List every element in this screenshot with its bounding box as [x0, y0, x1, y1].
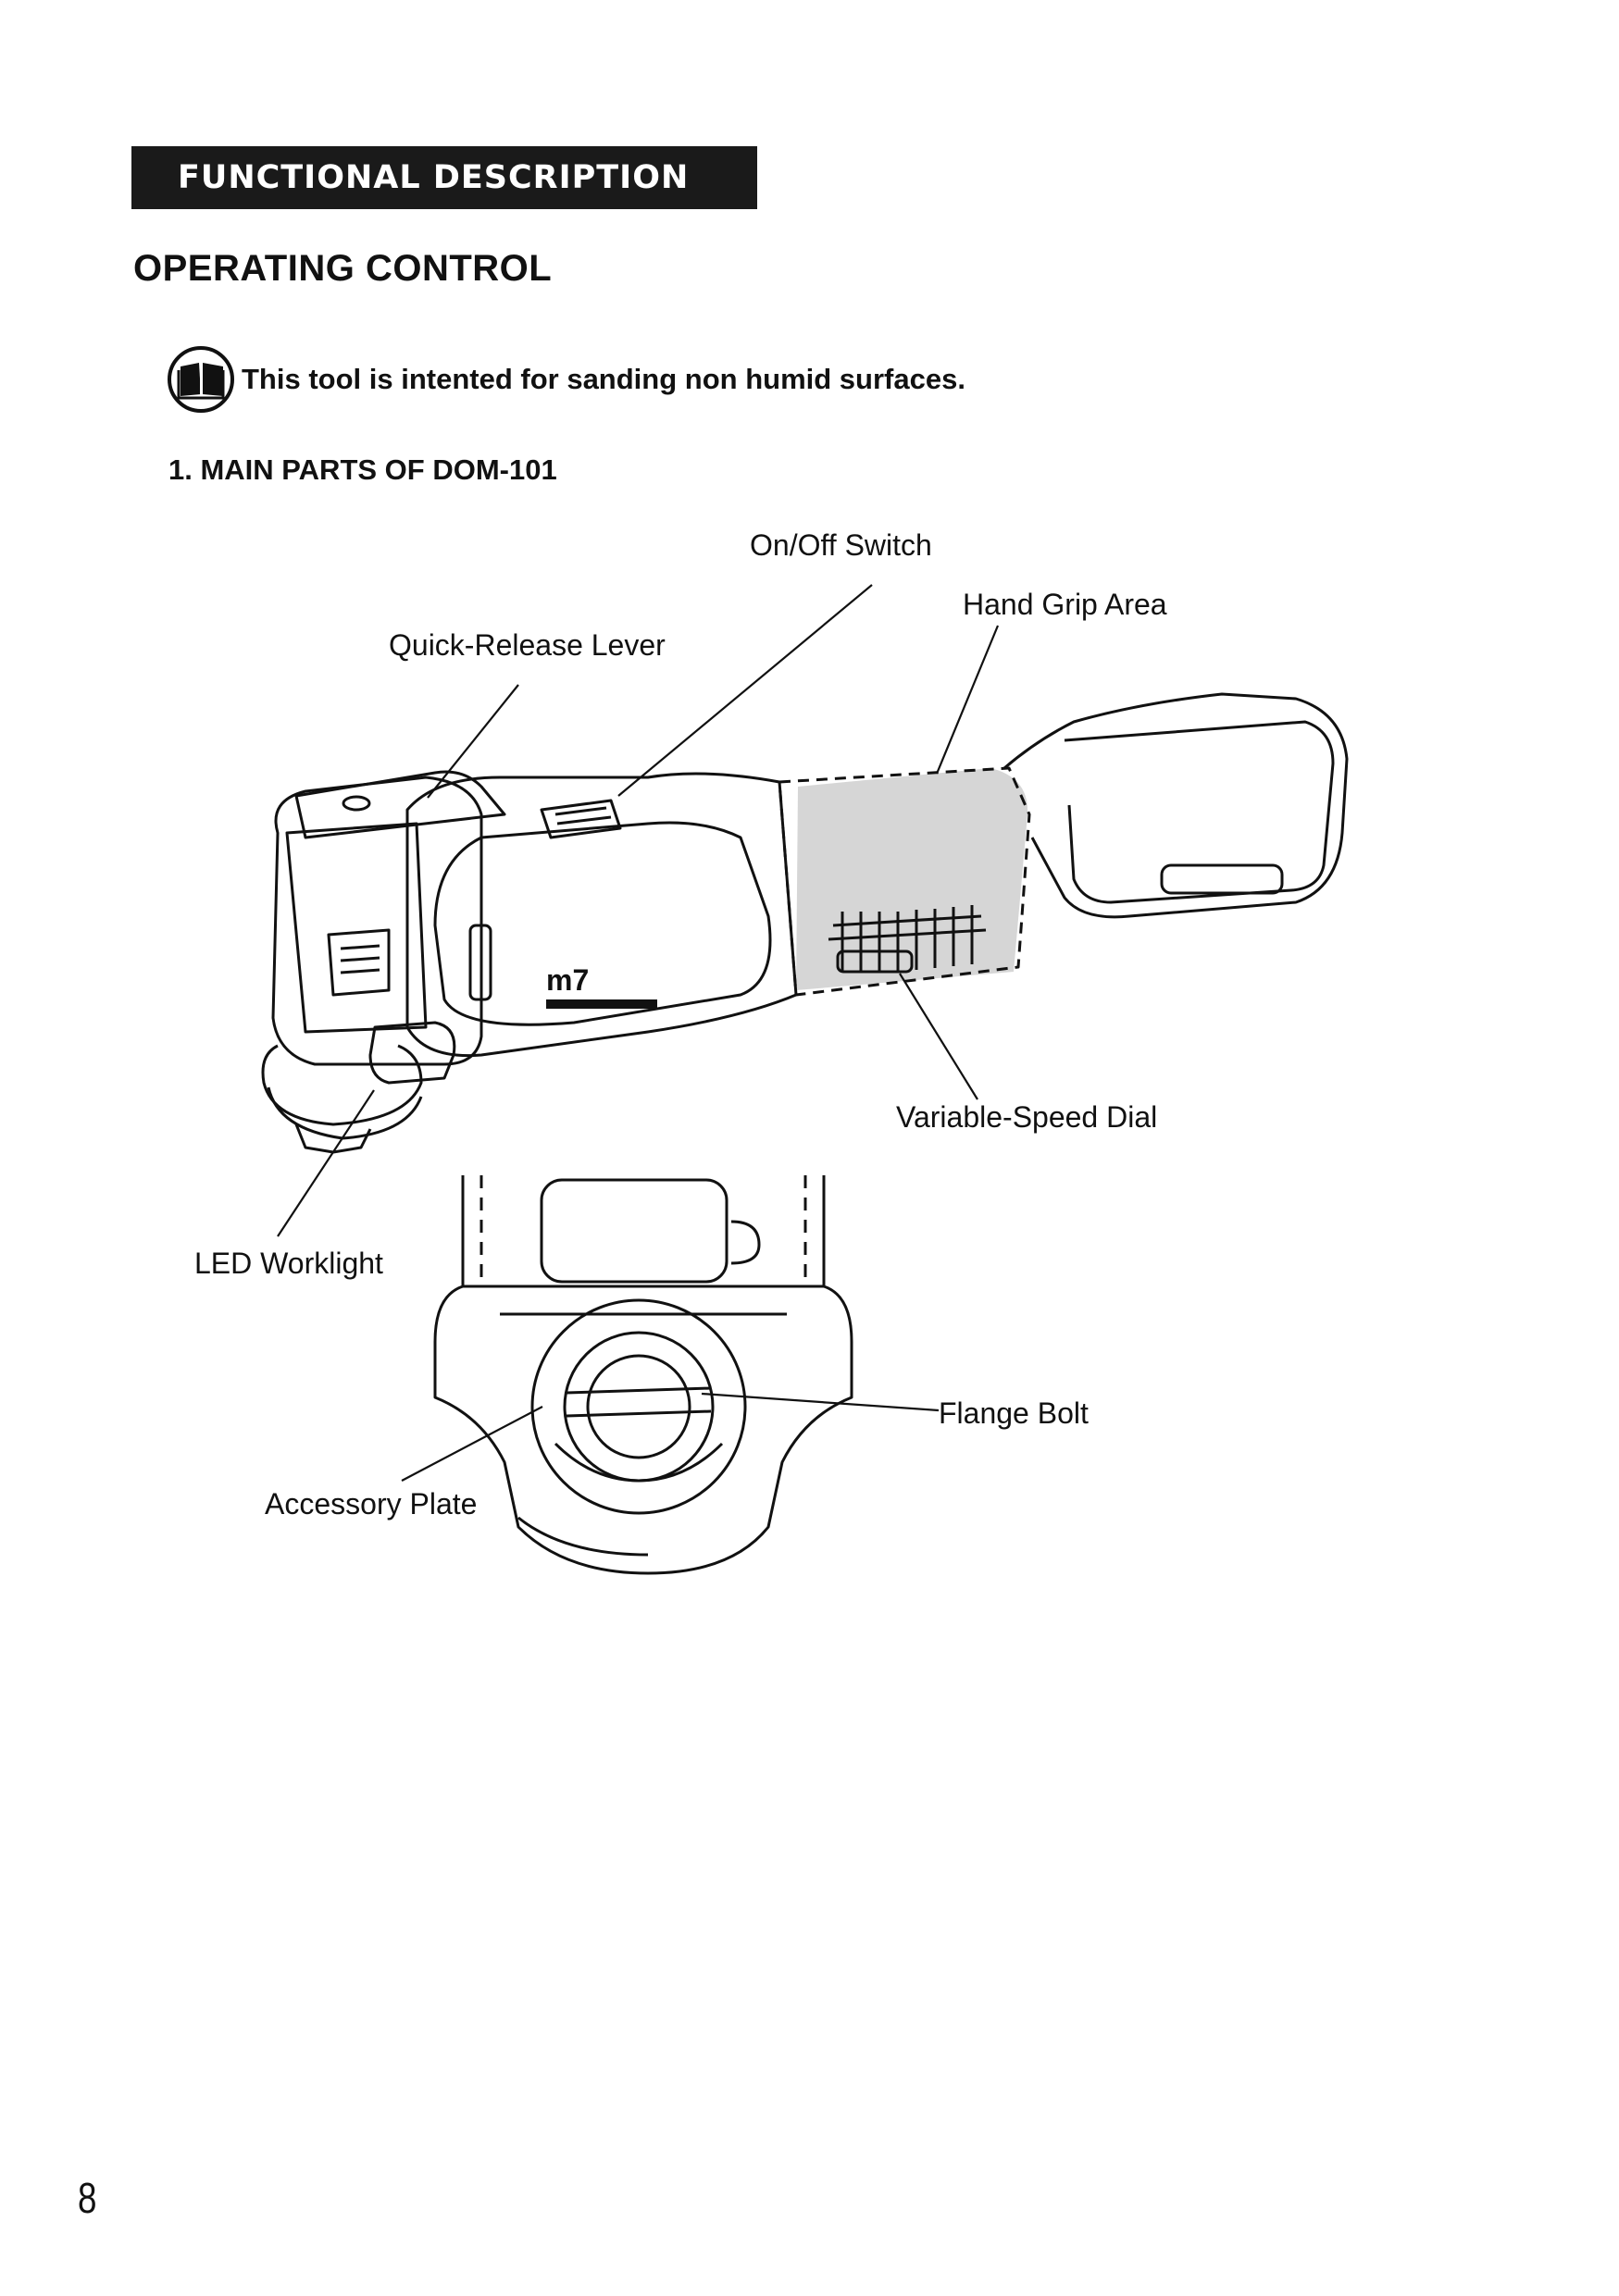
page-title: OPERATING CONTROL	[133, 248, 553, 289]
page-number: 8	[78, 2174, 97, 2222]
leader-quick-release	[427, 684, 519, 799]
tool-front-view	[433, 1175, 853, 1575]
tool-diagram: m7 On/Off Switch Hand Grip Area Quick-Re…	[194, 528, 1349, 1575]
brand-logo: m7	[546, 963, 589, 997]
parts-heading: 1. MAIN PARTS OF DOM-101	[168, 453, 557, 486]
note-text: This tool is intented for sanding non hu…	[242, 363, 965, 395]
leader-speed-dial	[899, 973, 978, 1100]
leader-accessory-plate	[401, 1406, 543, 1482]
oscillating-head	[261, 1044, 423, 1126]
front-housing	[433, 1175, 853, 1575]
flange-bolt	[586, 1354, 691, 1459]
led-worklight	[368, 1021, 456, 1085]
leader-lines	[277, 584, 1000, 1482]
on-off-switch	[540, 799, 622, 839]
tool-body	[405, 772, 798, 1058]
label-hand-grip-area: Hand Grip Area	[963, 588, 1167, 621]
leader-hand-grip	[935, 625, 1000, 775]
section-title: FUNCTIONAL DESCRIPTION	[178, 159, 690, 196]
quick-release-lever	[294, 770, 506, 839]
manual-book-icon	[168, 346, 234, 413]
label-accessory-plate: Accessory Plate	[265, 1487, 477, 1520]
battery-pack	[1003, 692, 1349, 919]
leader-led-worklight	[277, 1089, 375, 1237]
tool-side-view	[261, 692, 1349, 1154]
hand-grip-shading	[796, 768, 1028, 990]
label-led-worklight: LED Worklight	[194, 1247, 383, 1280]
variable-speed-dial	[828, 905, 987, 974]
vent-grille	[327, 928, 391, 997]
safety-note: This tool is intented for sanding non hu…	[162, 342, 965, 416]
label-variable-speed-dial: Variable-Speed Dial	[896, 1100, 1157, 1134]
accessory-plate	[530, 1298, 747, 1515]
label-quick-release-lever: Quick-Release Lever	[389, 628, 666, 662]
label-flange-bolt: Flange Bolt	[939, 1396, 1089, 1430]
leader-flange-bolt	[701, 1392, 940, 1412]
leader-on-off-switch	[617, 584, 873, 797]
battery-window	[1160, 863, 1284, 895]
tool-head	[271, 776, 483, 1066]
label-on-off-switch: On/Off Switch	[750, 528, 932, 562]
section-title-bar: FUNCTIONAL DESCRIPTION	[131, 146, 757, 209]
